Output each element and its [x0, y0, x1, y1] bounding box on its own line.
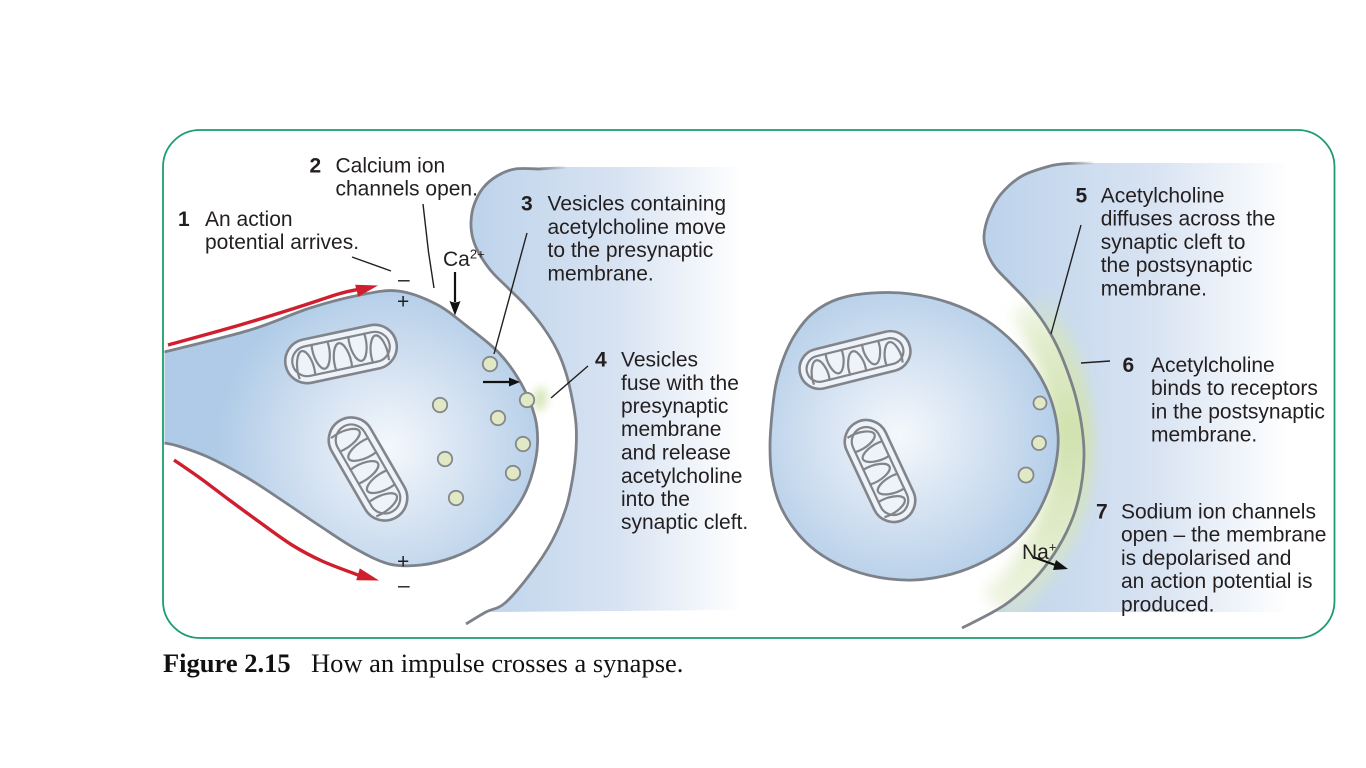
svg-text:Acetylcholine: Acetylcholine: [1101, 184, 1225, 207]
svg-text:membrane.: membrane.: [1101, 277, 1207, 300]
svg-text:is depolarised and: is depolarised and: [1121, 547, 1291, 570]
svg-text:–: –: [398, 268, 410, 291]
svg-text:+: +: [397, 551, 409, 574]
svg-text:potential arrives.: potential arrives.: [205, 231, 359, 254]
svg-text:Calcium ion: Calcium ion: [336, 154, 446, 177]
svg-text:Acetylcholine: Acetylcholine: [1151, 354, 1275, 377]
svg-text:the postsynaptic: the postsynaptic: [1101, 254, 1253, 277]
svg-text:An action: An action: [205, 208, 293, 231]
svg-text:2: 2: [310, 154, 322, 177]
svg-text:channels open.: channels open.: [336, 178, 478, 201]
svg-text:acetylcholine move: acetylcholine move: [548, 216, 727, 239]
svg-text:an action potential is: an action potential is: [1121, 570, 1312, 593]
svg-text:7: 7: [1096, 500, 1108, 523]
svg-text:Figure 2.15: Figure 2.15: [163, 648, 291, 678]
svg-text:5: 5: [1076, 184, 1088, 207]
svg-text:open – the membrane: open – the membrane: [1121, 524, 1326, 547]
svg-text:Sodium ion channels: Sodium ion channels: [1121, 500, 1316, 523]
svg-text:3: 3: [521, 193, 533, 216]
svg-text:diffuses across the: diffuses across the: [1101, 208, 1276, 231]
svg-text:membrane.: membrane.: [548, 262, 654, 285]
svg-text:to the presynaptic: to the presynaptic: [548, 239, 714, 262]
svg-text:Ca2+: Ca2+: [443, 247, 485, 272]
svg-text:binds to receptors: binds to receptors: [1151, 377, 1318, 400]
svg-text:Vesicles containing: Vesicles containing: [548, 193, 727, 216]
svg-text:membrane: membrane: [621, 418, 721, 441]
svg-text:in the postsynaptic: in the postsynaptic: [1151, 400, 1325, 423]
svg-text:–: –: [398, 574, 410, 597]
svg-text:+: +: [397, 291, 409, 314]
svg-text:synaptic cleft.: synaptic cleft.: [621, 511, 748, 534]
svg-text:into the: into the: [621, 488, 690, 511]
svg-text:Vesicles: Vesicles: [621, 349, 698, 372]
svg-text:membrane.: membrane.: [1151, 424, 1257, 447]
svg-text:fuse with the: fuse with the: [621, 372, 739, 395]
svg-text:produced.: produced.: [1121, 593, 1214, 616]
svg-text:synaptic cleft to: synaptic cleft to: [1101, 231, 1246, 254]
svg-text:presynaptic: presynaptic: [621, 395, 728, 418]
svg-text:4: 4: [595, 349, 607, 372]
svg-text:and release: and release: [621, 442, 731, 465]
svg-text:1: 1: [178, 208, 190, 231]
svg-text:6: 6: [1123, 354, 1135, 377]
svg-text:acetylcholine: acetylcholine: [621, 465, 742, 488]
svg-text:How an impulse crosses a synap: How an impulse crosses a synapse.: [311, 648, 683, 678]
